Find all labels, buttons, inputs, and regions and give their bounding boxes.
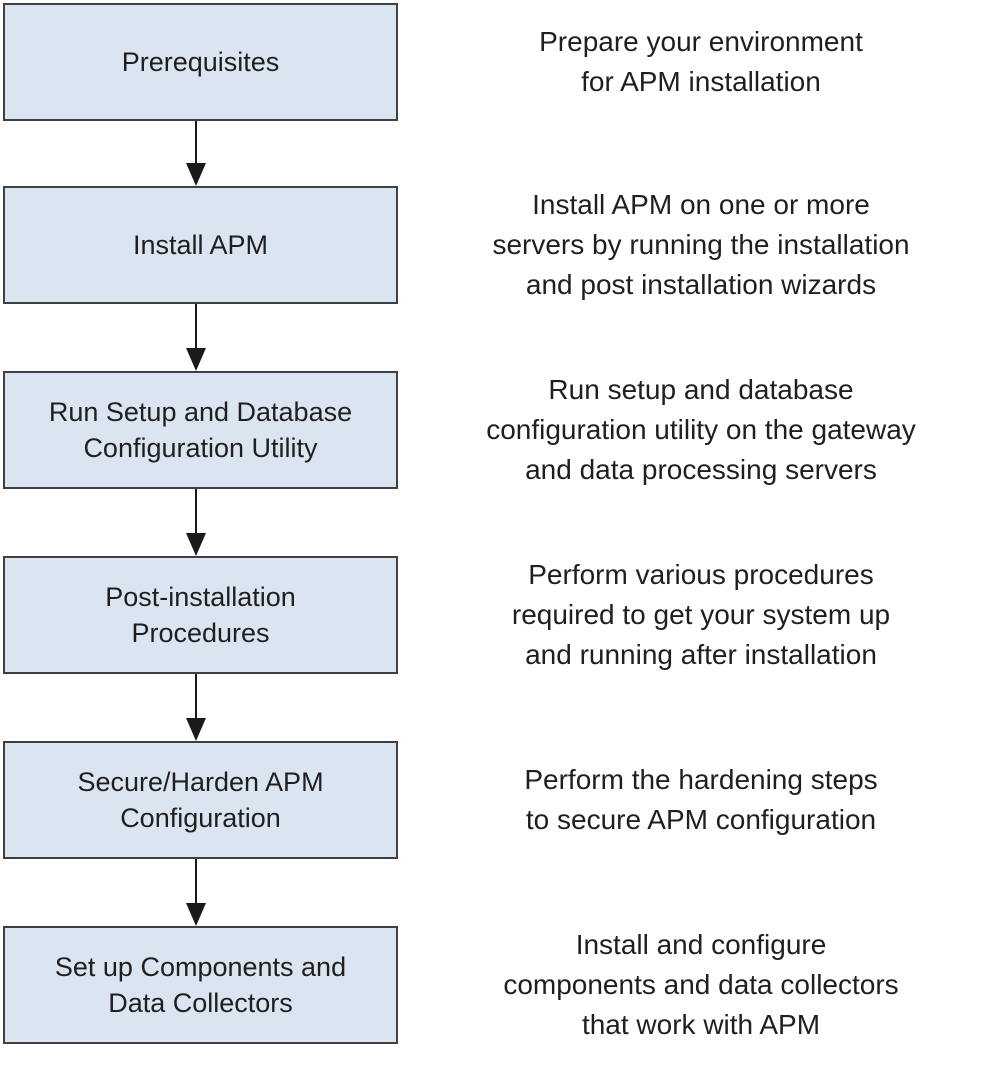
arrow-down-icon [186,163,206,186]
connector-line [195,859,197,903]
arrow-down-icon [186,348,206,371]
step-description-post-installation: Perform various procedures required to g… [511,559,891,670]
arrow-down-icon [186,718,206,741]
arrow-down-icon [186,533,206,556]
step-description-install-apm: Install APM on one or more servers by ru… [492,189,910,300]
step-description-setup-components: Install and configure components and dat… [503,929,899,1040]
flow-box-post-installation: Post-installation Procedures [3,556,398,674]
connector-line [195,304,197,348]
flow-box-install-apm: Install APM [3,186,398,304]
flow-box-setup-components: Set up Components and Data Collectors [3,926,398,1044]
flow-box-prerequisites: Prerequisites [3,3,398,121]
flow-box-secure-harden: Secure/Harden APM Configuration [3,741,398,859]
connector-line [195,489,197,533]
flow-box-run-setup-utility: Run Setup and Database Configuration Uti… [3,371,398,489]
step-description-secure-harden: Perform the hardening steps to secure AP… [524,764,878,835]
arrow-down-icon [186,903,206,926]
connector-line [195,674,197,718]
connector-line [195,121,197,163]
step-description-prerequisites: Prepare your environment for APM install… [539,26,863,97]
step-description-run-setup-utility: Run setup and database configuration uti… [486,374,916,485]
